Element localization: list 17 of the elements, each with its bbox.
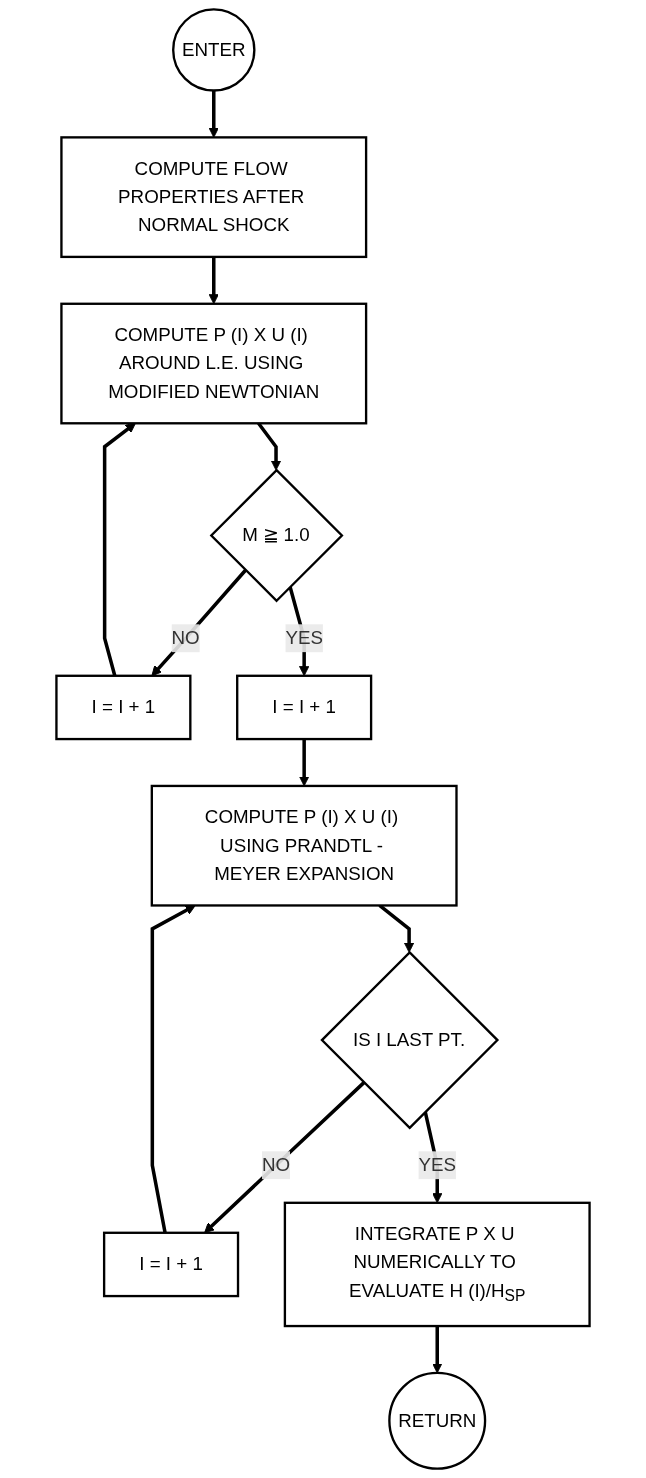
- node-box: I = I + 1: [55, 674, 192, 741]
- edge-label: YES: [285, 627, 323, 648]
- node-box: COMPUTE FLOW PROPERTIES AFTER NORMAL SHOCK: [60, 136, 368, 259]
- node-box: I = I + 1: [236, 674, 373, 741]
- node-box: I = I + 1: [102, 1231, 240, 1298]
- node-circle: ENTER: [172, 8, 256, 92]
- edge-label: NO: [171, 627, 200, 648]
- arrow: [432, 1326, 443, 1374]
- node-box: COMPUTE P (I) X U (I) USING PRANDTL - MEYER EXPANSION: [150, 784, 458, 907]
- edge-label: NO: [261, 1154, 291, 1175]
- node-box: COMPUTE P (I) X U (I) AROUND L.E. USING MODIFIED NEWTONIAN: [60, 302, 368, 425]
- edge-label: YES: [418, 1154, 456, 1175]
- node-diamond: M ≧ 1.0: [209, 468, 344, 603]
- node-box: INTEGRATE P X U NUMERICALLY TO EVALUATE H (I)/H$_{SP}$: [283, 1201, 591, 1328]
- arrow: [208, 90, 219, 138]
- node-circle: RETURN: [388, 1371, 487, 1470]
- node-diamond: IS I LAST PT.: [320, 950, 500, 1130]
